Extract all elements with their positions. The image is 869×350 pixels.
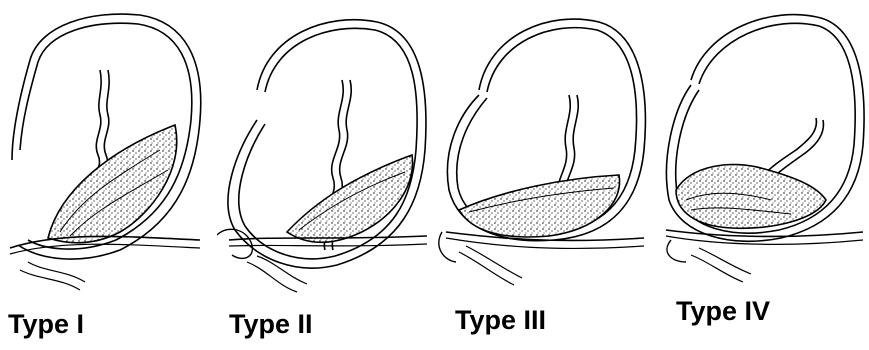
diaphragm <box>666 230 863 236</box>
label-type-2: Type II <box>229 309 313 340</box>
hernia-sac <box>287 155 413 242</box>
type-4-illustration <box>651 0 868 300</box>
hernia-sac <box>459 175 620 237</box>
label-type-1: Type I <box>8 309 84 340</box>
label-type-3: Type III <box>455 305 546 336</box>
type-1-illustration <box>0 0 217 300</box>
type-3-illustration <box>434 0 651 300</box>
type-2-illustration <box>217 0 434 300</box>
label-type-4: Type IV <box>676 296 770 327</box>
hernia-sac <box>48 125 177 243</box>
